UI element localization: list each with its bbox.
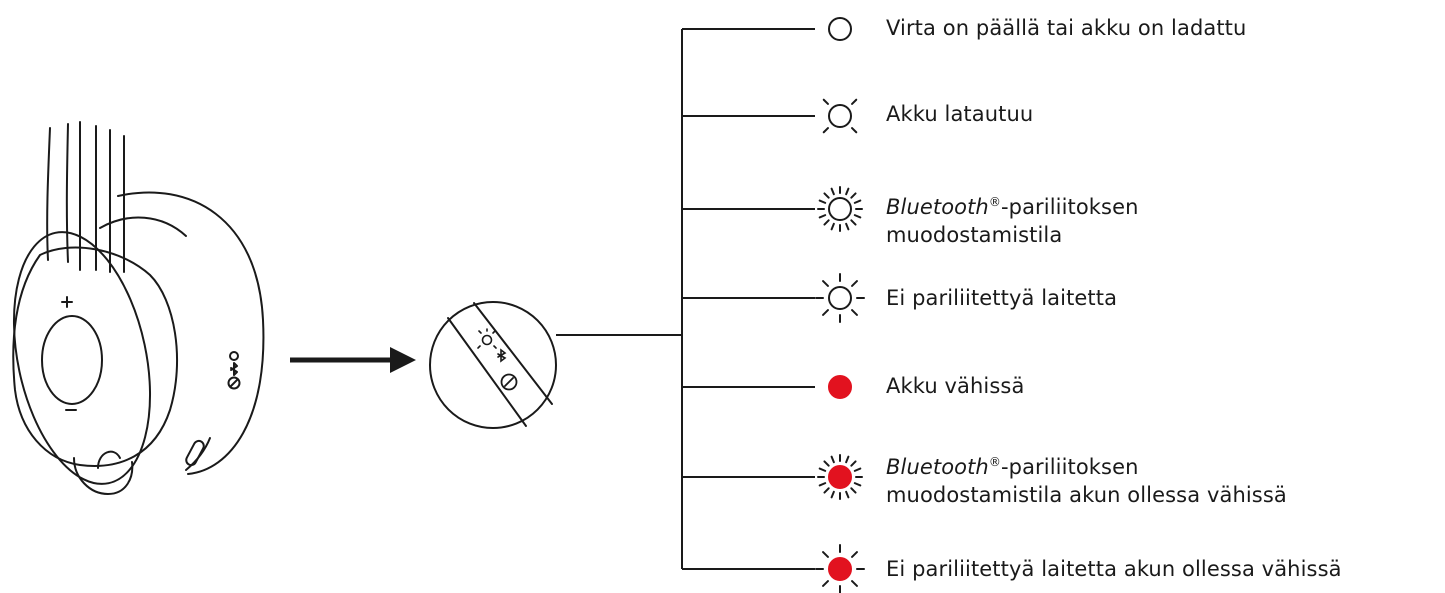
- led-ray: [853, 467, 862, 472]
- led-ray: [845, 455, 850, 464]
- led-icon-charging: [822, 98, 858, 134]
- legend-text: Akku vähissä: [886, 374, 1025, 398]
- led-white-circle: [828, 286, 852, 310]
- led-ray: [822, 98, 829, 105]
- legend-text: Ei pariliitettyä laitetta akun ollessa v…: [886, 557, 1342, 581]
- led-ray: [818, 214, 827, 219]
- led-ray: [830, 455, 835, 464]
- led-ray: [822, 127, 829, 134]
- legend-label-battery-low: Akku vähissä: [886, 372, 1024, 400]
- led-ray: [853, 199, 862, 204]
- led-ray: [851, 127, 858, 134]
- zoom-arrow: [290, 347, 416, 373]
- led-ray: [850, 219, 857, 226]
- legend-text-line2: muodostamistila: [886, 223, 1063, 247]
- led-icon-no-device-low: [815, 544, 865, 593]
- legend-label-bt-pairing-low: Bluetooth®-pariliitoksen muodostamistila…: [886, 453, 1287, 509]
- legend-label-bt-pairing: Bluetooth®-pariliitoksen muodostamistila: [886, 193, 1139, 249]
- legend-text-line2: muodostamistila akun ollessa vähissä: [886, 483, 1287, 507]
- led-ray: [822, 580, 829, 587]
- legend-text: Ei pariliitettyä laitetta: [886, 286, 1118, 310]
- led-icon-no-device: [815, 273, 865, 323]
- led-ray: [851, 551, 858, 558]
- led-ray: [853, 214, 862, 219]
- legend-label-no-device: Ei pariliitettyä laitetta: [886, 284, 1117, 312]
- legend-label-no-device-low: Ei pariliitettyä laitetta akun ollessa v…: [886, 555, 1342, 583]
- led-red-dot: [828, 465, 852, 489]
- led-red-dot: [828, 375, 852, 399]
- led-ray: [823, 460, 830, 467]
- led-ray: [830, 490, 835, 499]
- led-icon-battery-low: [828, 375, 852, 399]
- led-ray: [822, 551, 829, 558]
- led-ray: [830, 222, 835, 231]
- led-ray: [851, 580, 858, 587]
- bluetooth-brand-text: Bluetooth: [886, 455, 989, 479]
- led-ray: [851, 309, 858, 316]
- led-ray: [845, 222, 850, 231]
- headset-illustration: [12, 121, 265, 495]
- legend-text: -pariliitoksen: [1000, 455, 1139, 479]
- led-white-circle: [828, 104, 852, 128]
- led-icon-bt-pairing: [817, 186, 863, 232]
- led-ray: [822, 309, 829, 316]
- legend-text: -pariliitoksen: [1000, 195, 1139, 219]
- legend-text: Akku latautuu: [886, 102, 1034, 126]
- led-icon-power-on: [828, 17, 852, 41]
- legend-label-charging: Akku latautuu: [886, 100, 1033, 128]
- bluetooth-brand-text: Bluetooth: [886, 195, 989, 219]
- led-ray: [823, 219, 830, 226]
- led-ray: [850, 487, 857, 494]
- registered-mark: ®: [988, 195, 1001, 209]
- led-ray: [845, 490, 850, 499]
- legend-label-power-on: Virta on päällä tai akku on ladattu: [886, 14, 1246, 42]
- led-ray: [818, 482, 827, 487]
- led-ray: [851, 98, 858, 105]
- led-ray: [850, 460, 857, 467]
- led-white-circle: [828, 197, 852, 221]
- led-ray: [851, 280, 858, 287]
- led-ray: [850, 192, 857, 199]
- led-white-circle: [828, 17, 852, 41]
- legend-bracket: [681, 28, 815, 570]
- led-ray: [823, 192, 830, 199]
- legend-text: Virta on päällä tai akku on ladattu: [886, 16, 1247, 40]
- led-red-dot: [828, 557, 852, 581]
- led-icons: [815, 17, 865, 593]
- led-ray: [830, 187, 835, 196]
- led-ray: [823, 487, 830, 494]
- led-ray: [818, 467, 827, 472]
- led-icon-bt-pairing-low: [817, 454, 863, 500]
- led-ray: [853, 482, 862, 487]
- led-ray: [818, 199, 827, 204]
- registered-mark: ®: [988, 455, 1001, 469]
- led-ray: [822, 280, 829, 287]
- zoomed-button-detail: [429, 301, 557, 429]
- led-ray: [845, 187, 850, 196]
